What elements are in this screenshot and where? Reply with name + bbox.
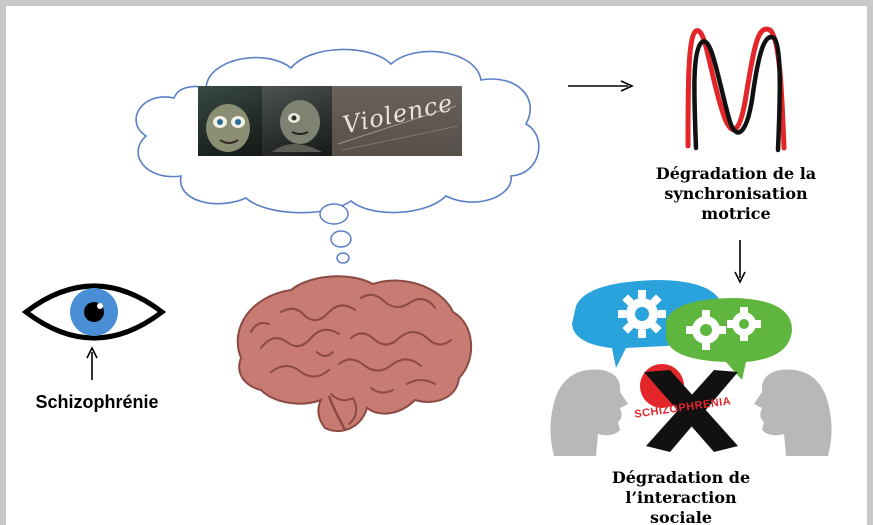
schizophrenie-label: Schizophrénie <box>35 392 159 412</box>
social-interaction-label-line-1: Dégradation de <box>611 468 751 487</box>
creature-photo-2 <box>262 86 332 156</box>
eye-icon <box>21 283 167 341</box>
synchronisation-label-line-2: synchronisation <box>664 184 808 203</box>
brain-icon <box>236 275 473 433</box>
social-interaction-label: Dégradation de l’interaction sociale <box>576 468 786 525</box>
social-interaction-label-line-3: sociale <box>649 508 713 525</box>
synchronisation-label-line-1: Dégradation de la <box>655 164 817 183</box>
social-interaction-label-line-2: l’interaction <box>625 488 737 507</box>
arrow-down-icon <box>734 240 746 284</box>
creature-photo-1 <box>198 86 262 156</box>
arrow-up-icon <box>86 346 98 380</box>
speech-gears-icon <box>572 280 792 380</box>
motion-trace-icon <box>685 26 787 153</box>
synchronisation-label: Dégradation de la synchronisation motric… <box>631 164 841 224</box>
violence-chalkboard-image: Violence <box>332 86 462 156</box>
arrow-right-icon <box>568 80 634 92</box>
cross-stamp-icon: SCHIZOPHRENIA <box>626 366 756 456</box>
thought-cloud-icon <box>135 48 540 264</box>
synchronisation-label-line-3: motrice <box>701 204 771 223</box>
